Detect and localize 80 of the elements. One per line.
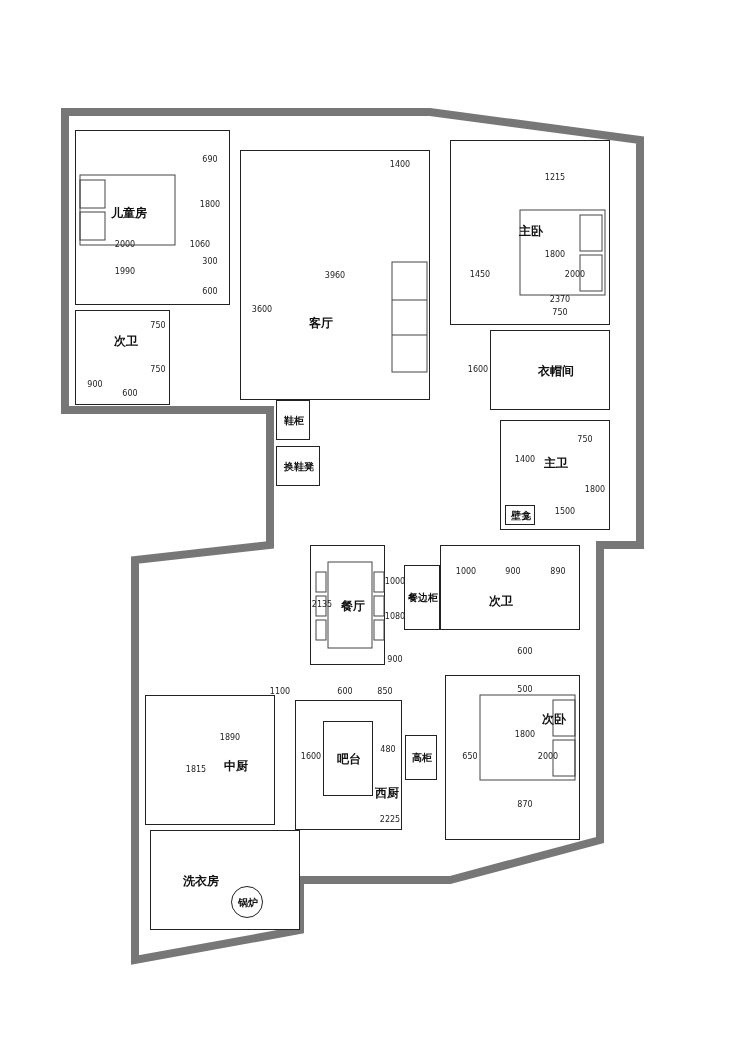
- dimension-label: 2000: [114, 241, 136, 249]
- room-label: 儿童房: [111, 207, 147, 219]
- room-label: 餐边柜: [408, 593, 438, 603]
- room-label: 鞋柜: [284, 416, 304, 426]
- dimension-label: 1215: [544, 174, 566, 182]
- dimension-label: 690: [202, 156, 218, 164]
- dimension-label: 2000: [564, 271, 586, 279]
- dimension-label: 600: [517, 648, 533, 656]
- dimension-label: 1400: [514, 456, 536, 464]
- dimension-label: 1990: [114, 268, 136, 276]
- room-area: [240, 150, 430, 400]
- dimension-label: 750: [577, 436, 593, 444]
- dimension-label: 900: [505, 568, 521, 576]
- room-area: [404, 565, 440, 630]
- dimension-label: 1890: [219, 734, 241, 742]
- dimension-label: 2000: [537, 753, 559, 761]
- room-label: 主卫: [544, 457, 568, 469]
- room-label: 壁龛: [511, 511, 531, 521]
- room-label: 次卫: [489, 595, 513, 607]
- dimension-label: 1500: [554, 508, 576, 516]
- dimension-label: 850: [377, 688, 393, 696]
- dimension-label: 600: [122, 390, 138, 398]
- room-area: [405, 735, 437, 780]
- room-area: [150, 830, 300, 930]
- room-area: [450, 140, 610, 325]
- room-area: [505, 505, 535, 525]
- dimension-label: 2135: [311, 601, 333, 609]
- dimension-label: 750: [150, 366, 166, 374]
- dimension-label: 1800: [584, 486, 606, 494]
- room-label: 餐厅: [341, 600, 365, 612]
- room-area: [440, 545, 580, 630]
- room-label: 中厨: [224, 760, 248, 772]
- dimension-label: 1800: [199, 201, 221, 209]
- room-label: 主卧: [519, 225, 543, 237]
- room-area: [500, 420, 610, 530]
- room-label: 换鞋凳: [284, 462, 314, 472]
- dimension-label: 750: [552, 309, 568, 317]
- room-label: 锅炉: [238, 898, 258, 908]
- boiler-circle: [231, 886, 263, 918]
- room-label: 高柜: [412, 753, 432, 763]
- dimension-label: 1000: [455, 568, 477, 576]
- room-area: [75, 310, 170, 405]
- dimension-label: 890: [550, 568, 566, 576]
- room-area: [323, 721, 373, 796]
- room-label: 次卧: [542, 713, 566, 725]
- room-label: 次卫: [114, 335, 138, 347]
- dimension-label: 1100: [269, 688, 291, 696]
- dimension-label: 750: [150, 322, 166, 330]
- room-area: [276, 400, 310, 440]
- room-area: [295, 700, 402, 830]
- room-label: 吧台: [337, 753, 361, 765]
- dimension-label: 1080: [384, 613, 406, 621]
- dimension-label: 650: [462, 753, 478, 761]
- dimension-label: 3600: [251, 306, 273, 314]
- room-label: 客厅: [309, 317, 333, 329]
- dimension-label: 1800: [544, 251, 566, 259]
- dimension-label: 480: [380, 746, 396, 754]
- dimension-label: 1060: [189, 241, 211, 249]
- dimension-label: 500: [517, 686, 533, 694]
- dimension-label: 1450: [469, 271, 491, 279]
- dimension-label: 600: [337, 688, 353, 696]
- dimension-label: 2225: [379, 816, 401, 824]
- room-area: [75, 130, 230, 305]
- room-area: [445, 675, 580, 840]
- dimension-label: 3960: [324, 272, 346, 280]
- room-area: [490, 330, 610, 410]
- room-label: 西厨: [375, 787, 399, 799]
- room-label: 衣帽间: [538, 365, 574, 377]
- dimension-label: 900: [87, 381, 103, 389]
- dimension-label: 870: [517, 801, 533, 809]
- room-area: [276, 446, 320, 486]
- dimension-label: 1000: [384, 578, 406, 586]
- dimension-label: 600: [202, 288, 218, 296]
- dimension-label: 1815: [185, 766, 207, 774]
- dimension-label: 2370: [549, 296, 571, 304]
- dimension-label: 300: [202, 258, 218, 266]
- dimension-label: 1400: [389, 161, 411, 169]
- room-area: [145, 695, 275, 825]
- dimension-label: 1800: [514, 731, 536, 739]
- room-label: 洗衣房: [183, 875, 219, 887]
